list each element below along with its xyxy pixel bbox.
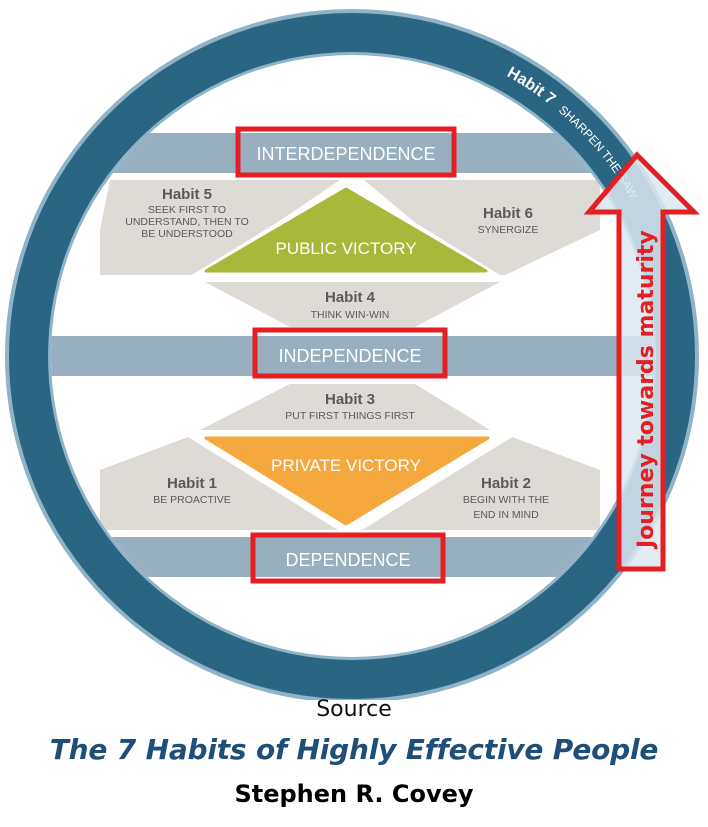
habit5-text: Habit 5 SEEK FIRST TO UNDERSTAND, THEN T… bbox=[125, 186, 249, 240]
habit6-text: Habit 6 SYNERGIZE bbox=[478, 205, 539, 236]
habit4-text: Habit 4 THINK WIN-WIN bbox=[311, 289, 390, 321]
caption-book-title: The 7 Habits of Highly Effective People bbox=[49, 733, 659, 766]
band-dependence bbox=[51, 537, 653, 577]
independence-highlight-box bbox=[252, 327, 448, 379]
habit2-desc-line1: BEGIN WITH THE bbox=[463, 494, 549, 506]
habit2-shape bbox=[362, 437, 600, 530]
habit1-shape bbox=[100, 437, 338, 530]
habit2-desc-line2: END IN MIND bbox=[473, 509, 539, 521]
habit3-desc-line1: PUT FIRST THINGS FIRST bbox=[285, 410, 415, 422]
habit6-shape bbox=[364, 180, 600, 275]
habit4-title: Habit 4 bbox=[325, 289, 376, 306]
habit3-text: Habit 3 PUT FIRST THINGS FIRST bbox=[285, 391, 415, 422]
habit2-title: Habit 2 bbox=[481, 475, 531, 492]
habit5-desc-line3: BE UNDERSTOOD bbox=[141, 228, 233, 240]
stage-independence: INDEPENDENCE bbox=[252, 327, 448, 379]
habit4-desc-line1: THINK WIN-WIN bbox=[311, 309, 390, 321]
interdependence-highlight-box bbox=[235, 126, 457, 178]
independence-label: INDEPENDENCE bbox=[278, 346, 421, 366]
habit6-desc-line1: SYNERGIZE bbox=[478, 224, 539, 236]
band-interdependence bbox=[51, 133, 653, 173]
caption-source: Source bbox=[316, 697, 392, 722]
dependence-highlight-box bbox=[250, 532, 446, 584]
band-independence bbox=[51, 336, 653, 376]
habit5-desc-line2: UNDERSTAND, THEN TO bbox=[125, 216, 249, 228]
habit5-title: Habit 5 bbox=[162, 186, 212, 203]
stage-interdependence: INTERDEPENDENCE bbox=[235, 126, 457, 178]
habit2-text: Habit 2 BEGIN WITH THE END IN MIND bbox=[463, 475, 549, 521]
habit1-title: Habit 1 bbox=[167, 475, 217, 492]
habit1-desc-line1: BE PROACTIVE bbox=[153, 494, 231, 506]
habit4-shape bbox=[205, 282, 500, 327]
stage-dependence: DEPENDENCE bbox=[250, 532, 446, 584]
habit3-shape bbox=[200, 384, 490, 430]
habit1-text: Habit 1 BE PROACTIVE bbox=[153, 475, 231, 506]
public-victory-label: PUBLIC VICTORY bbox=[275, 239, 416, 258]
private-victory-label: PRIVATE VICTORY bbox=[271, 456, 421, 475]
up-arrow-icon bbox=[583, 151, 701, 572]
dependence-label: DEPENDENCE bbox=[285, 550, 410, 570]
habit3-title: Habit 3 bbox=[325, 391, 375, 408]
public-victory-triangle bbox=[204, 187, 488, 273]
journey-label: Journey towards maturity bbox=[634, 230, 659, 550]
habit6-title: Habit 6 bbox=[483, 205, 533, 222]
private-victory-triangle bbox=[204, 436, 490, 526]
interdependence-label: INTERDEPENDENCE bbox=[256, 144, 435, 164]
caption-author: Stephen R. Covey bbox=[234, 780, 474, 808]
habit5-desc-line1: SEEK FIRST TO bbox=[148, 204, 226, 216]
journey-arrow: Journey towards maturity bbox=[583, 151, 701, 572]
seven-habits-diagram: Habit 7 SHARPEN THE SAW PUBLIC VICTORY P… bbox=[5, 9, 701, 700]
habit5-shape bbox=[100, 180, 340, 275]
